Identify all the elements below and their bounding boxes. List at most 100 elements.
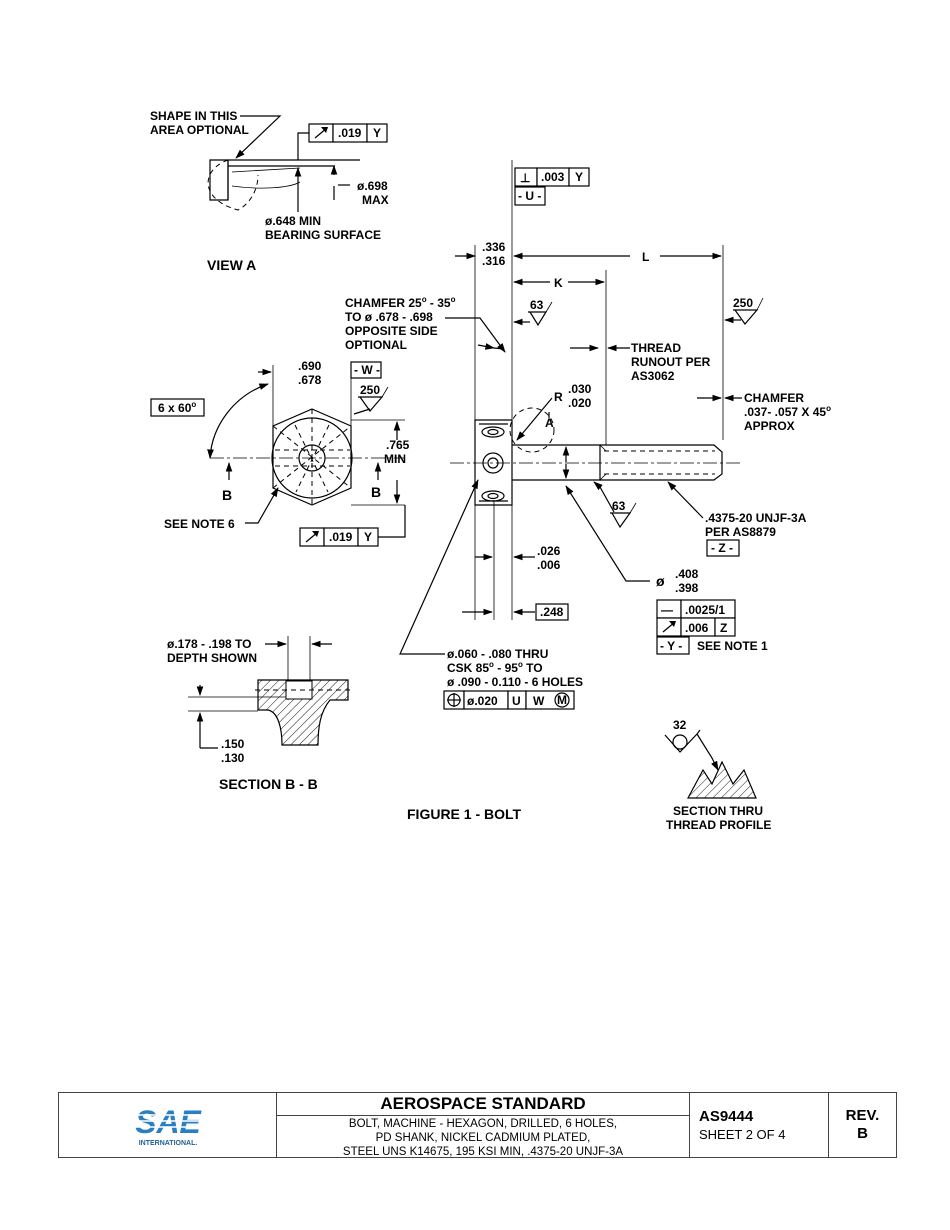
svg-text:250: 250 xyxy=(733,296,753,310)
position-datum-2: W xyxy=(533,694,545,708)
section-b-b: ø.178 - .198 TO DEPTH SHOWN .150 .130 SE… xyxy=(167,636,352,792)
view-a-dia-min-1: ø.648 MIN xyxy=(265,214,321,228)
rev-label: REV. xyxy=(845,1107,880,1124)
runout-value: .006 xyxy=(685,621,709,635)
doc-description: BOLT, MACHINE - HEXAGON, DRILLED, 6 HOLE… xyxy=(277,1116,689,1159)
height-min-2: MIN xyxy=(384,452,406,466)
svg-text:SAE: SAE xyxy=(135,1104,202,1140)
head-thk-2: .316 xyxy=(482,254,506,268)
chamfer-head-2: TO ø .678 - .698 xyxy=(345,310,433,324)
thread-profile-section xyxy=(686,760,757,799)
shank-fcf-stack: — .0025/1 .006 Z - Y - SEE NOTE 1 xyxy=(656,599,768,655)
head-thk-1: .336 xyxy=(482,240,506,254)
chamfer-end-1: CHAMFER xyxy=(744,391,804,405)
end-view-fcf-value: .019 xyxy=(329,530,353,544)
bolt-head xyxy=(474,419,513,506)
position-modifier: M xyxy=(557,693,567,707)
shank-dia-1: .408 xyxy=(675,567,699,581)
shank-dia-symbol: ø xyxy=(656,573,665,589)
fillet-gap-1: .026 xyxy=(537,544,561,558)
revision-cell: REV. B xyxy=(829,1093,896,1157)
holes-2: CSK 85o - 95o TO xyxy=(447,660,543,675)
surface-finish-250-end: 250 xyxy=(358,383,389,412)
perp-datum: Y xyxy=(575,170,583,184)
thread-profile-title-1: SECTION THRU xyxy=(673,804,763,818)
svg-text:INTERNATIONAL.: INTERNATIONAL. xyxy=(138,1140,197,1147)
section-depth-2: .130 xyxy=(221,751,245,765)
position-datum-1: U xyxy=(512,694,521,708)
svg-text:250: 250 xyxy=(360,383,380,397)
view-a-head-face xyxy=(209,159,229,201)
surface-finish-32: 32 xyxy=(673,718,687,732)
fillet-gap-2: .006 xyxy=(537,558,561,572)
radius-val-2: .020 xyxy=(568,396,592,410)
end-view-fcf-datum: Y xyxy=(364,530,372,544)
view-a: SHAPE IN THIS AREA OPTIONAL .019 Y ø.698… xyxy=(150,109,389,273)
sae-logo: SAE INTERNATIONAL. xyxy=(59,1093,277,1157)
view-a-dia-max-1: ø.698 xyxy=(357,179,388,193)
view-a-note-line2: AREA OPTIONAL xyxy=(150,123,249,137)
perp-symbol: ⊥ xyxy=(520,171,530,185)
shank-dia-2: .398 xyxy=(675,581,699,595)
view-a-note-line1: SHAPE IN THIS xyxy=(150,109,237,123)
svg-text:63: 63 xyxy=(612,499,626,513)
view-a-fcf-datum: Y xyxy=(373,126,381,140)
chamfer-head-1: CHAMFER 25o - 35o xyxy=(345,295,456,310)
see-note-1: SEE NOTE 1 xyxy=(697,639,768,653)
datum-y: - Y - xyxy=(660,639,682,653)
sae-logo-icon: SAE INTERNATIONAL. xyxy=(134,1104,202,1147)
radius-label: R xyxy=(554,390,563,404)
see-note-6: SEE NOTE 6 xyxy=(164,517,235,531)
chamfer-head-3: OPPOSITE SIDE xyxy=(345,324,438,338)
figure-caption: FIGURE 1 - BOLT xyxy=(407,806,522,822)
view-a-callout: A xyxy=(545,416,554,430)
surface-finish-63-top: 63 xyxy=(528,298,553,327)
runout-datum: Z xyxy=(720,621,727,635)
section-title: SECTION B - B xyxy=(219,776,318,792)
view-a-note-leader xyxy=(235,115,282,159)
doc-description-line-2: PD SHANK, NICKEL CADMIUM PLATED, xyxy=(375,1132,591,1144)
view-a-fcf: .019 Y xyxy=(308,123,388,143)
face-248: .248 xyxy=(540,605,564,619)
view-a-dia-min-2: BEARING SURFACE xyxy=(265,228,381,242)
thread-runout-2: RUNOUT PER xyxy=(631,355,711,369)
section-body xyxy=(257,679,349,746)
height-min-1: .765 xyxy=(386,438,410,452)
thread-spec-1: .4375-20 UNJF-3A xyxy=(705,511,807,525)
view-a-dia-max-2: MAX xyxy=(362,193,389,207)
perp-value: .003 xyxy=(541,170,565,184)
section-hole-dia-1: ø.178 - .198 TO xyxy=(167,637,252,651)
thread-runout-3: AS3062 xyxy=(631,369,675,383)
position-fcf: ø.020 U W M xyxy=(443,690,575,710)
view-a-fcf-value: .019 xyxy=(338,126,362,140)
doc-heading: AEROSPACE STANDARD xyxy=(277,1093,689,1116)
across-flats-2: .678 xyxy=(298,373,322,387)
section-mark-left: B xyxy=(222,487,232,503)
thread-runout-1: THREAD xyxy=(631,341,681,355)
section-depth-1: .150 xyxy=(221,737,245,751)
holes-3: ø .090 - 0.110 - 6 HOLES xyxy=(447,675,583,689)
svg-text:63: 63 xyxy=(530,298,544,312)
doc-description-line-1: BOLT, MACHINE - HEXAGON, DRILLED, 6 HOLE… xyxy=(348,1118,618,1130)
rev-value: B xyxy=(857,1125,868,1142)
dim-K: K xyxy=(554,276,563,290)
chamfer-head-4: OPTIONAL xyxy=(345,338,407,352)
dim-L: L xyxy=(642,250,649,264)
datum-z: - Z - xyxy=(711,541,733,555)
position-value: ø.020 xyxy=(467,694,498,708)
figure-1-bolt-drawing: SHAPE IN THIS AREA OPTIONAL .019 Y ø.698… xyxy=(150,109,831,832)
bolt-shank xyxy=(512,444,601,481)
perpendicularity-fcf: ⊥ .003 Y - U - xyxy=(514,167,590,206)
sheet-number: SHEET 2 OF 4 xyxy=(699,1127,786,1142)
doc-number: AS9444 xyxy=(699,1108,754,1125)
hex-end-view: .690 .678 - W - 250 6 x 60o .765 MIN B B… xyxy=(150,359,410,547)
datum-u: - U - xyxy=(518,189,541,203)
datum-w: - W - xyxy=(354,363,380,377)
chamfer-end-3: APPROX xyxy=(744,419,795,433)
thread-profile-title-2: THREAD PROFILE xyxy=(666,818,771,832)
straightness-value: .0025/1 xyxy=(685,603,725,617)
mmc-modifier-icon xyxy=(554,692,570,708)
view-a-title: VIEW A xyxy=(207,257,256,273)
title-block-main: AEROSPACE STANDARD BOLT, MACHINE - HEXAG… xyxy=(277,1093,690,1159)
section-mark-right: B xyxy=(371,484,381,500)
